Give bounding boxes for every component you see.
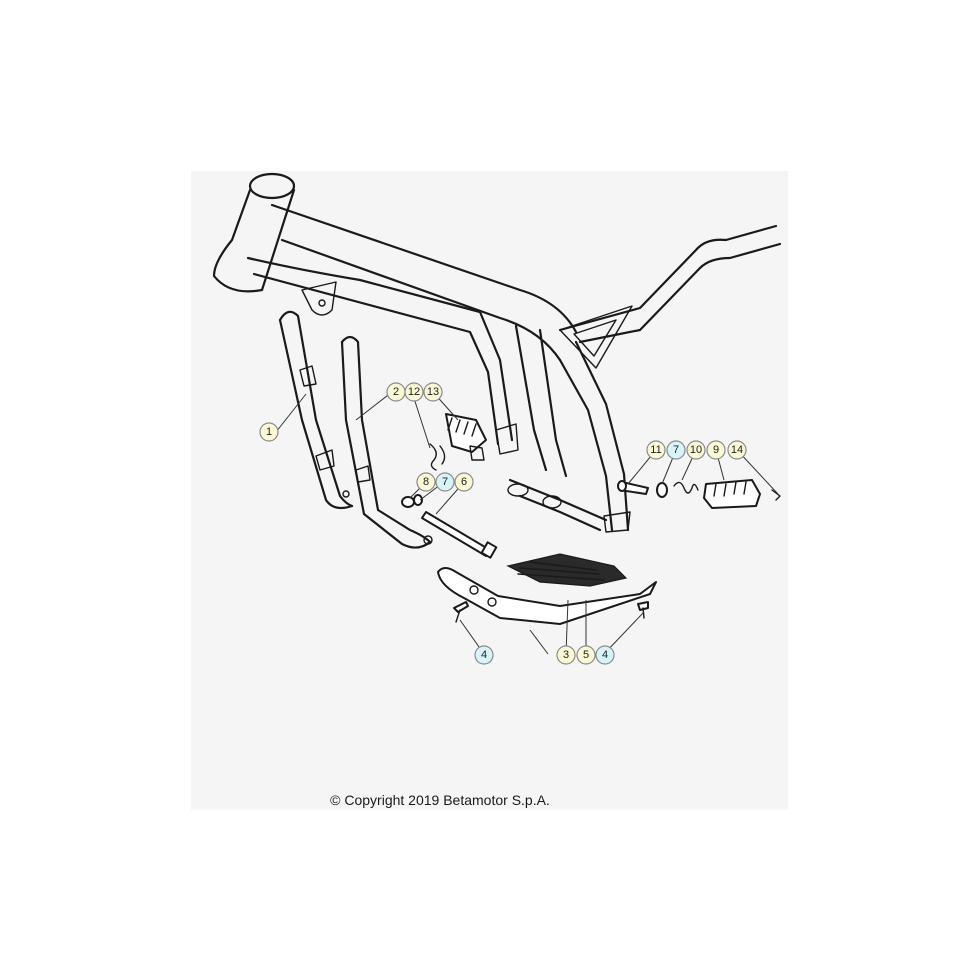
callout-part-8[interactable]: 8 <box>416 472 436 492</box>
svg-text:8: 8 <box>423 476 429 488</box>
callout-part-12[interactable]: 12 <box>404 382 424 402</box>
svg-text:5: 5 <box>583 649 589 661</box>
svg-text:7: 7 <box>442 476 448 488</box>
callout-part-1[interactable]: 1 <box>259 422 279 442</box>
svg-text:4: 4 <box>602 649 608 661</box>
svg-text:7: 7 <box>673 444 679 456</box>
callout-part-6[interactable]: 6 <box>454 472 474 492</box>
svg-text:4: 4 <box>481 649 487 661</box>
svg-text:12: 12 <box>408 386 420 398</box>
callout-part-7-right[interactable]: 7 <box>666 440 686 460</box>
copyright-notice: © Copyright 2019 Betamotor S.p.A. <box>330 792 550 808</box>
skid-plate-assembly <box>437 553 657 625</box>
callout-part-7-left[interactable]: 7 <box>435 472 455 492</box>
svg-text:14: 14 <box>731 444 743 456</box>
left-footpeg-assembly <box>429 413 487 471</box>
diagram-background-panel <box>191 171 788 810</box>
svg-text:13: 13 <box>427 386 439 398</box>
motorcycle-frame <box>212 172 782 533</box>
callout-part-14[interactable]: 14 <box>727 440 747 460</box>
svg-text:9: 9 <box>713 444 719 456</box>
svg-text:6: 6 <box>461 476 467 488</box>
svg-text:10: 10 <box>690 444 702 456</box>
callout-part-4-right[interactable]: 4 <box>595 645 615 665</box>
callout-part-10[interactable]: 10 <box>686 440 706 460</box>
svg-text:2: 2 <box>393 386 399 398</box>
callout-part-2[interactable]: 2 <box>386 382 406 402</box>
callout-part-4-left[interactable]: 4 <box>474 645 494 665</box>
callout-part-11[interactable]: 11 <box>646 440 666 460</box>
front-cradle-tube <box>278 310 354 510</box>
callout-part-9[interactable]: 9 <box>706 440 726 460</box>
callout-part-13[interactable]: 13 <box>423 382 443 402</box>
right-footpeg-assembly <box>617 479 781 509</box>
pivot-bolt-assembly <box>401 494 498 559</box>
callout-part-3[interactable]: 3 <box>556 645 576 665</box>
lower-cradle-tube <box>340 335 433 549</box>
svg-text:1: 1 <box>266 426 272 438</box>
svg-text:11: 11 <box>650 444 661 456</box>
callout-part-5[interactable]: 5 <box>576 645 596 665</box>
svg-text:3: 3 <box>563 649 569 661</box>
